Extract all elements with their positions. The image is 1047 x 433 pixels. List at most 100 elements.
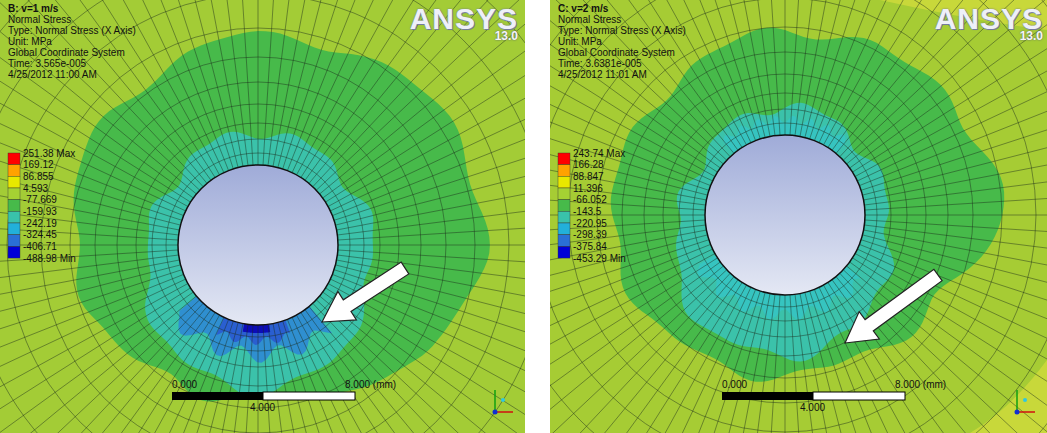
mesh-line — [861, 0, 1047, 190]
mesh-line — [301, 313, 525, 433]
mesh-line — [865, 215, 1047, 216]
mesh-line — [297, 315, 526, 433]
color-bar-band — [8, 165, 20, 177]
mesh-line — [326, 288, 526, 433]
axis-triad — [1023, 398, 1027, 402]
mesh-ring — [550, 0, 1047, 433]
mesh-line — [0, 0, 196, 194]
mesh-line — [828, 0, 1047, 148]
color-bar-band — [558, 176, 570, 188]
mesh-line — [550, 249, 713, 433]
scale-label: 8.000 (mm) — [345, 379, 396, 390]
axis-triad — [494, 390, 496, 412]
plot-info: Global Coordinate System — [8, 47, 125, 58]
pointer-arrow — [845, 269, 942, 343]
legend-value: -324.45 — [23, 229, 57, 240]
mesh-ring — [597, 27, 973, 403]
mesh-line — [832, 0, 1047, 150]
mesh-line — [550, 280, 738, 433]
mesh-line — [0, 0, 228, 171]
mesh-line — [819, 287, 1047, 433]
mesh-line — [309, 307, 525, 433]
mesh-line — [273, 324, 389, 433]
color-bar-band — [558, 165, 570, 177]
color-bar-band — [8, 223, 20, 235]
mesh-line — [550, 0, 718, 172]
pointer-arrow — [322, 262, 409, 322]
mesh-line — [850, 0, 1047, 168]
mesh-line — [785, 295, 786, 433]
mesh-line — [550, 244, 711, 433]
plot-info: Unit: MPa — [558, 36, 602, 47]
mesh-line — [824, 0, 1047, 145]
mesh-ring — [550, 0, 1047, 433]
mesh-line — [550, 262, 720, 433]
mesh-line — [832, 280, 1047, 433]
mesh-line — [313, 303, 525, 433]
mesh-line — [0, 114, 179, 230]
plot-info: Unit: MPa — [8, 36, 52, 47]
mesh-line — [654, 0, 770, 136]
mesh-line — [855, 0, 1047, 177]
plot-info: Time: 3.565e-005 — [8, 58, 86, 69]
mesh-line — [853, 0, 1047, 172]
mesh-line — [0, 0, 203, 187]
mesh-line — [550, 0, 730, 157]
mesh-line — [550, 0, 751, 143]
mesh-line — [338, 245, 525, 246]
mesh-ring — [166, 153, 350, 337]
mesh-ring — [70, 57, 446, 433]
mesh-ring — [117, 104, 399, 386]
legend-value: 169.12 — [23, 159, 54, 170]
mesh-line — [550, 0, 734, 153]
legend-value: -298.39 — [573, 229, 607, 240]
mesh-line — [853, 258, 1047, 433]
version-text: 13.0 — [495, 30, 518, 43]
mesh-ring — [679, 109, 891, 321]
plot-title: B: v=1 m/s — [8, 3, 58, 14]
plot-info: Time: 3.6381e-005 — [558, 58, 642, 69]
mesh-line — [337, 157, 525, 235]
scale-label: 0.000 — [172, 379, 197, 390]
mesh-line — [550, 41, 708, 195]
mesh-line — [857, 249, 1047, 433]
color-bar-band — [8, 153, 20, 165]
mesh-ring — [41, 28, 475, 433]
mesh-line — [785, 0, 786, 135]
mesh-ring — [0, 0, 525, 433]
mesh-line — [0, 274, 184, 433]
background-band — [550, 0, 1047, 433]
mesh-ring — [550, 0, 1047, 433]
mesh-ring — [693, 123, 877, 307]
plot-info: Normal Stress — [558, 14, 621, 25]
mesh-line — [810, 291, 1002, 433]
mesh-line — [0, 157, 179, 235]
mesh-line — [550, 254, 715, 433]
version-text: 13.0 — [1020, 30, 1043, 43]
plot-info: 4/25/2012 11:00 AM — [8, 69, 97, 80]
mesh-line — [857, 0, 1047, 181]
scale-bar — [813, 392, 905, 400]
mesh-line — [273, 0, 389, 166]
scale-label: 0.000 — [722, 379, 747, 390]
color-bar-band — [8, 235, 20, 247]
legend-value: -143.5 — [573, 206, 601, 217]
mesh-line — [861, 240, 1047, 432]
mesh-ring — [663, 93, 907, 337]
mesh-line — [287, 319, 515, 433]
mesh-line — [836, 277, 1047, 433]
mesh-line — [0, 0, 193, 198]
mesh-ring — [7, 0, 509, 433]
mesh-line — [127, 0, 243, 166]
mesh-ring — [0, 0, 525, 433]
legend-value: 243.74 Max — [573, 148, 625, 159]
legend-value: -406.71 — [23, 241, 57, 252]
mesh-line — [836, 0, 1047, 153]
mesh-line — [332, 0, 525, 216]
scale-bar — [172, 392, 263, 400]
legend-value: -453.29 Min — [573, 253, 626, 264]
legend-value: -66.052 — [573, 194, 607, 205]
mesh-line — [824, 285, 1047, 433]
mesh-line — [292, 317, 525, 433]
mesh-line — [550, 0, 715, 177]
